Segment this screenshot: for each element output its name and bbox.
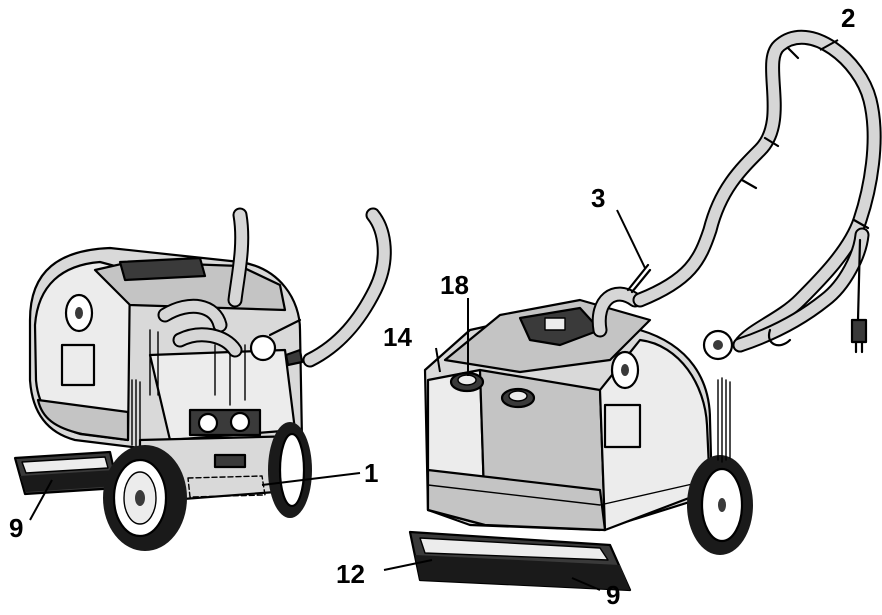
rear-right-wheel — [268, 422, 312, 518]
front-wheel — [687, 455, 753, 555]
callout-18: 18 — [440, 270, 469, 300]
rear-brush-deck — [13, 450, 120, 496]
front-view-machine — [408, 29, 882, 592]
callout-9-right: 9 — [606, 580, 620, 610]
callout-3: 3 — [591, 183, 605, 213]
main-hose — [632, 29, 882, 353]
rear-view-machine — [13, 207, 392, 551]
callout-9-left: 9 — [9, 513, 23, 543]
callout-1: 1 — [364, 458, 378, 488]
callout-14: 14 — [383, 322, 412, 352]
filler-cap — [449, 371, 536, 409]
callout-12: 12 — [336, 559, 365, 589]
front-brush-deck — [408, 530, 632, 592]
rear-left-wheel — [103, 445, 187, 551]
rear-label-plate — [187, 475, 266, 498]
callout-2: 2 — [841, 3, 855, 33]
